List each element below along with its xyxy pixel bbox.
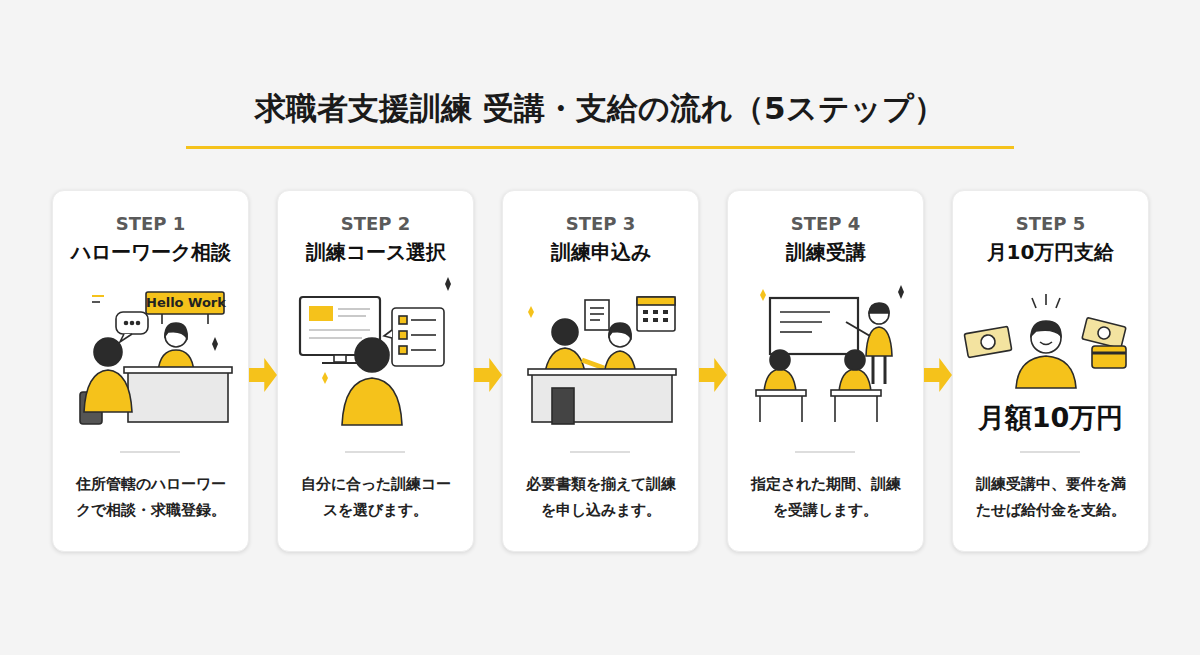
step-card: STEP 5 月10万円支給月額10万円訓練受講中、要件を満たせば給付金を支給。 bbox=[952, 190, 1149, 552]
step-number: STEP 1 bbox=[53, 213, 248, 234]
sign-label: Hello Work bbox=[146, 292, 224, 314]
step-heading: 訓練コース選択 bbox=[278, 239, 473, 266]
step-description: 訓練受講中、要件を満たせば給付金を支給。 bbox=[973, 471, 1128, 524]
step-description: 必要書類を揃えて訓練を申し込みます。 bbox=[523, 471, 678, 524]
title: 求職者支援訓練 受講・支給の流れ（5ステップ） bbox=[0, 88, 1200, 130]
step-number: STEP 3 bbox=[503, 213, 698, 234]
step-heading: 月10万円支給 bbox=[953, 239, 1148, 266]
flow-arrow bbox=[699, 358, 727, 392]
flow-arrow bbox=[249, 358, 277, 392]
step-description: 指定された期間、訓練を受講します。 bbox=[748, 471, 903, 524]
step-heading: 訓練申込み bbox=[503, 239, 698, 266]
step-card: STEP 2 訓練コース選択自分に合った訓練コースを選びます。 bbox=[277, 190, 474, 552]
flow-arrow bbox=[924, 358, 952, 392]
flow-arrow bbox=[474, 358, 502, 392]
step-number: STEP 4 bbox=[728, 213, 923, 234]
title-underline bbox=[186, 146, 1014, 149]
step-card: STEP 3 訓練申込み必要書類を揃えて訓練を申し込みます。 bbox=[502, 190, 699, 552]
step-description: 自分に合った訓練コースを選びます。 bbox=[298, 471, 453, 524]
step-card: STEP 4 訓練受講指定された期間、訓練を受講します。 bbox=[727, 190, 924, 552]
step-card: STEP 1 ハローワーク相談住所管轄のハローワークで相談・求職登録。 bbox=[52, 190, 249, 552]
step-heading: ハローワーク相談 bbox=[53, 239, 248, 266]
step-description: 住所管轄のハローワークで相談・求職登録。 bbox=[73, 471, 228, 524]
step-heading: 訓練受講 bbox=[728, 239, 923, 266]
step-number: STEP 2 bbox=[278, 213, 473, 234]
amount-highlight: 月額10万円 bbox=[953, 400, 1148, 436]
step-number: STEP 5 bbox=[953, 213, 1148, 234]
